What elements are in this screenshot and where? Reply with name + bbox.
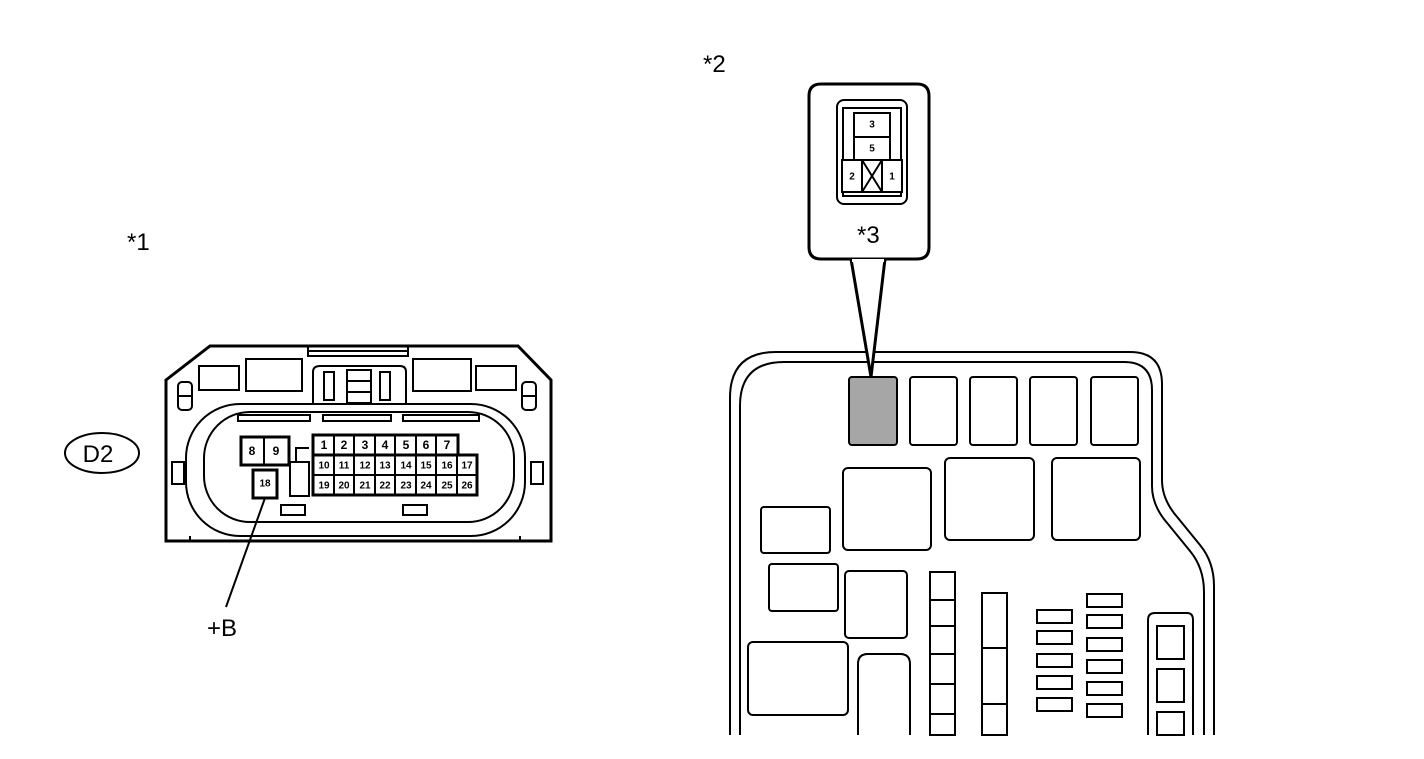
relay-pin-label: 3 (869, 120, 875, 131)
callout-2: *2 (703, 51, 726, 78)
relay-pin-label: 5 (869, 144, 875, 155)
pin-label: 4 (382, 438, 389, 452)
connector-housing (164, 344, 553, 543)
pin-label: 11 (339, 461, 350, 472)
pin-label: 2 (341, 438, 348, 452)
callout-pointer (849, 258, 887, 378)
pin-label: 5 (403, 438, 410, 452)
pin-label: 13 (379, 461, 391, 472)
relay-pin-label: 1 (889, 172, 895, 183)
relay-callout-box (807, 82, 931, 261)
pin-label: 15 (420, 461, 432, 472)
pin-label: 18 (259, 479, 271, 490)
highlighted-relay (848, 376, 898, 446)
power-label: +B (207, 615, 237, 642)
pin-label: 25 (441, 481, 453, 492)
pin-group-main: 1 2 3 4 5 6 7 10 11 12 13 14 15 16 17 19… (311, 433, 479, 497)
pin-label: 7 (444, 438, 451, 452)
pin-label: 1 (321, 438, 328, 452)
relay-block-outline (729, 351, 1215, 735)
relay-terminal-view: 3 5 2 1 (836, 99, 908, 205)
callout-1: *1 (127, 229, 150, 256)
pin-label: 17 (461, 461, 473, 472)
pin-label: 10 (318, 461, 330, 472)
pin-label: 20 (338, 481, 350, 492)
pin-label: 24 (420, 481, 432, 492)
pin-label: 16 (441, 461, 453, 472)
pin-label: 23 (400, 481, 412, 492)
pin-label: 6 (423, 438, 430, 452)
pin-group-left: 8 9 18 (239, 435, 291, 500)
connector-code: D2 (83, 441, 114, 468)
pin-label: 14 (400, 461, 412, 472)
pin-label: 12 (359, 461, 371, 472)
pin-label: 3 (362, 438, 369, 452)
connector-code-badge (64, 432, 140, 474)
relay-block: 3 5 2 1 (729, 82, 1215, 736)
relay-pin-label: 2 (849, 172, 855, 183)
pin-label: 26 (461, 481, 473, 492)
power-leader-line (225, 497, 266, 608)
connector-d2: D2 (64, 344, 553, 642)
pin-label: 9 (273, 444, 280, 458)
pin-label: 21 (359, 481, 371, 492)
callout-3: *3 (857, 222, 880, 249)
pin-label: 22 (379, 481, 391, 492)
pin-label: 19 (318, 481, 330, 492)
pin-label: 8 (249, 444, 256, 458)
